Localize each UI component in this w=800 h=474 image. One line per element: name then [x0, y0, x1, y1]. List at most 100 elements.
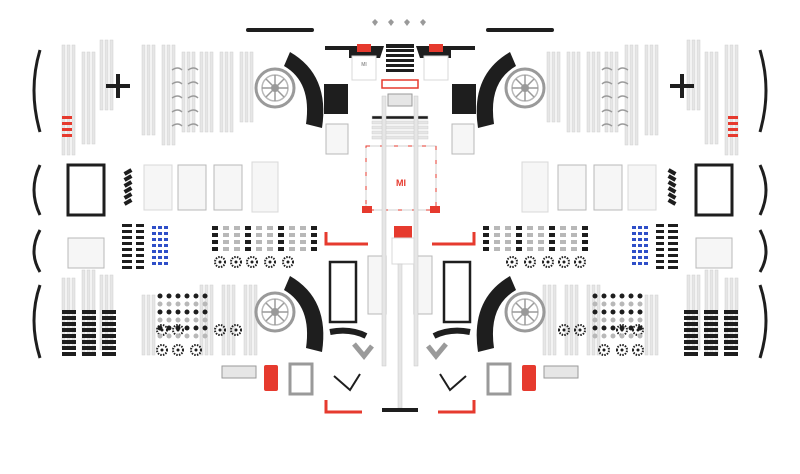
pin-icon: [202, 293, 208, 299]
pin-icon: [152, 232, 156, 235]
pin-icon: [157, 325, 163, 331]
beam-icon: [229, 51, 234, 133]
connector-icon: [187, 67, 199, 71]
connector-icon: [187, 123, 199, 127]
axle-icon: [381, 95, 387, 367]
cross-connector-icon: [106, 74, 130, 98]
pin-icon: [164, 262, 168, 265]
controller-icon: MI: [362, 145, 440, 213]
beam-icon: [161, 44, 166, 146]
beam-icon: [199, 51, 204, 133]
beam-icon: [104, 39, 109, 111]
pin-icon: [158, 244, 162, 247]
pin-icon: [175, 301, 181, 307]
gear-icon: [234, 260, 238, 264]
connector-icon: [372, 19, 378, 26]
pin-icon: [136, 224, 144, 227]
left-half-parts: [32, 28, 406, 414]
pin-icon: [278, 247, 284, 251]
gear-icon: [172, 324, 184, 336]
panel-part: [143, 164, 173, 211]
beam-icon: [99, 39, 104, 111]
pin-icon: [212, 240, 218, 244]
pin-icon: [122, 260, 132, 263]
brick-icon: [82, 340, 96, 344]
brick-icon: [82, 310, 96, 314]
pin-icon: [166, 293, 172, 299]
pin-icon: [193, 309, 199, 315]
beam-icon: [224, 51, 229, 133]
beam-icon: [219, 51, 224, 133]
beam-icon: [209, 284, 214, 356]
pin-icon: [300, 247, 306, 251]
pin-icon: [184, 325, 190, 331]
pin-icon: [158, 262, 162, 265]
red-pin: [62, 122, 72, 125]
panel-part: [251, 161, 279, 213]
beam-icon: [141, 294, 146, 356]
pin-icon: [193, 293, 199, 299]
pin-icon: [152, 244, 156, 247]
brick-icon: [102, 328, 116, 332]
beam-icon: [146, 44, 151, 136]
pin-icon: [184, 301, 190, 307]
beam-icon: [71, 44, 76, 156]
pin-icon: [164, 256, 168, 259]
pin-icon: [256, 247, 262, 251]
beam-icon: [186, 51, 191, 133]
connector-icon: [187, 109, 199, 113]
gear-icon: [176, 348, 180, 352]
beam-icon: [371, 120, 429, 125]
red-pin: [62, 116, 72, 119]
pin-icon: [311, 247, 317, 251]
beam-icon: [221, 284, 226, 356]
pin-icon: [223, 226, 229, 230]
beam-icon: [371, 125, 429, 130]
brick-icon: [62, 340, 76, 344]
connector-icon: [171, 81, 183, 85]
pin-icon: [123, 186, 133, 194]
curved-beam: [329, 327, 368, 339]
pin-icon: [278, 240, 284, 244]
frame-part: [328, 260, 358, 324]
pin-icon: [212, 247, 218, 251]
brick-icon: [62, 322, 76, 326]
servo-icon: [391, 237, 415, 265]
pin-icon: [152, 256, 156, 259]
beam-icon: [209, 51, 214, 133]
axle-icon: [397, 263, 403, 409]
brick-icon: [62, 334, 76, 338]
gear-icon: [156, 344, 168, 356]
red-frame: [381, 79, 419, 89]
pin-icon: [234, 247, 240, 251]
wheel-icon: [254, 291, 296, 333]
pin-icon: [122, 230, 132, 233]
blue-pin-group: [122, 224, 168, 269]
brick-icon: [62, 328, 76, 332]
beam-icon: [249, 51, 254, 123]
pin-icon: [164, 232, 168, 235]
pin-icon: [278, 233, 284, 237]
beam-icon: [191, 51, 196, 133]
brick-icon: [82, 328, 96, 332]
gear-icon: [160, 348, 164, 352]
pin-icon: [123, 168, 133, 176]
pin-icon: [164, 250, 168, 253]
curved-beam: [32, 284, 42, 359]
pin-icon: [157, 293, 163, 299]
brick-icon: [325, 123, 349, 155]
pin-icon: [166, 333, 172, 339]
connector-icon: [171, 67, 183, 71]
pin-icon: [166, 301, 172, 307]
pin-icon: [136, 260, 144, 263]
pin-icon: [122, 242, 132, 245]
pin-icon: [175, 333, 181, 339]
gear-icon: [264, 256, 276, 268]
bent-beam: [333, 373, 361, 392]
axle-icon: [382, 408, 418, 412]
pin-icon: [175, 293, 181, 299]
pin-icon: [202, 309, 208, 315]
pin-icon: [300, 226, 306, 230]
pin-icon: [136, 248, 144, 251]
brick-icon: [82, 316, 96, 320]
